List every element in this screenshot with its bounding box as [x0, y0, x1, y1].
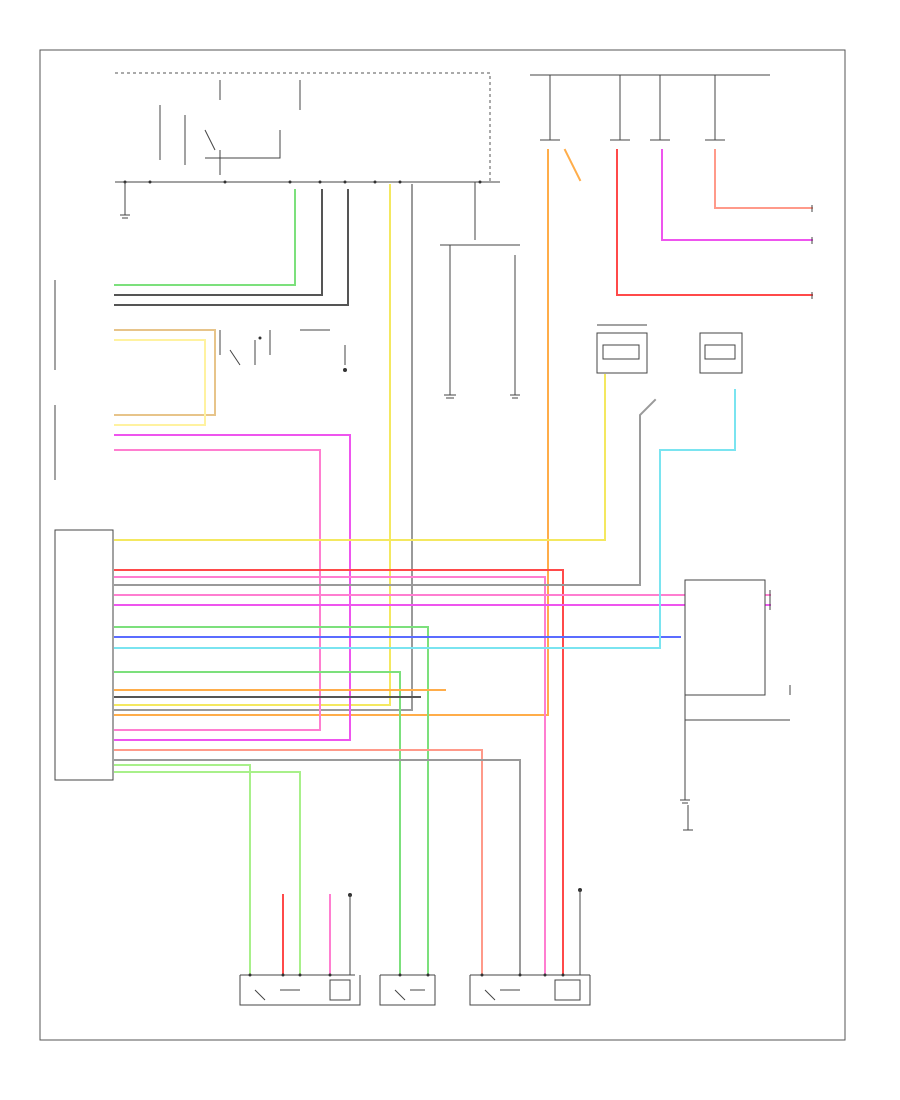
wire-bundle — [114, 148, 813, 976]
hvac-control-module — [54, 280, 114, 781]
mode-door-actuator — [379, 974, 436, 1006]
blower-motor — [699, 332, 743, 374]
instrument-panel-fuse-block — [115, 72, 500, 184]
bottom-connector-dots — [248, 973, 565, 977]
fuse-feeds-right — [530, 74, 770, 141]
diagram-frame — [39, 49, 846, 1041]
recirculation-actuator — [469, 888, 591, 1006]
air-temperature-actuator — [239, 893, 361, 1006]
blower-motor-control-module — [596, 324, 648, 374]
ac-refrigerant-pressure-sensor — [219, 329, 347, 372]
ground-point — [120, 182, 520, 399]
engine-control-module — [680, 579, 790, 804]
right-connector-ends — [769, 205, 813, 695]
ground-bottom-right — [683, 805, 693, 831]
